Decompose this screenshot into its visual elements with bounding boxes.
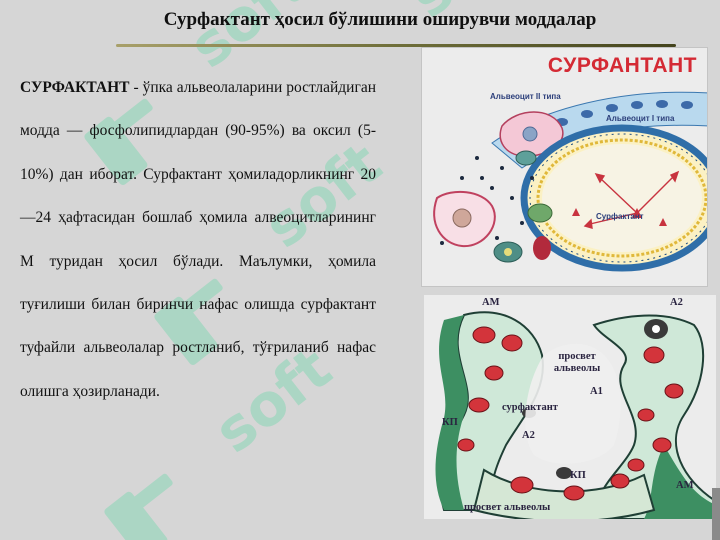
label-kp-bottom: КП [570,470,586,481]
label-lumen-bottom: просвет альвеолы [464,502,551,513]
label-am-bottom: АМ [676,480,694,491]
label-surfactant: Сурфактант [596,212,644,221]
label-surfactant-bottom: сурфактант [502,402,558,413]
alveolar-wall-illustration [435,311,716,519]
slide-title: Сурфактант ҳосил бўлишини оширувчи модда… [163,9,597,30]
label-a2-top: А2 [670,297,683,308]
label-alveocyte-type-1: Альвеоцит I типа [606,114,675,123]
label-kp-left: КП [442,417,458,428]
corner-bar [712,488,720,540]
label-lumen-top: просвет альвеолы [553,351,601,374]
body-keyword: СУРФАКТАНТ [20,79,130,96]
label-a1: А1 [590,386,603,397]
label-a2-mid: А2 [522,430,535,441]
alveolus-illustration [433,91,707,272]
surfactant-alveolus-figure: СУРФАНТАНТ Альвеоцит II типа Альвеоцит I… [421,47,708,287]
label-alveocyte-type-2: Альвеоцит II типа [490,92,561,101]
figure-title: СУРФАНТАНТ [547,54,697,77]
label-am-top: АМ [482,297,500,308]
body-text: - ўпка альвеолаларини ростлайдиган модда… [20,79,376,400]
body-paragraph: СУРФАКТАНТ - ўпка альвеолаларини ростлай… [20,66,376,413]
alveolar-wall-figure: АМ А2 просвет альвеолы А1 сурфактант КП … [424,295,716,519]
title-underline [116,44,676,47]
